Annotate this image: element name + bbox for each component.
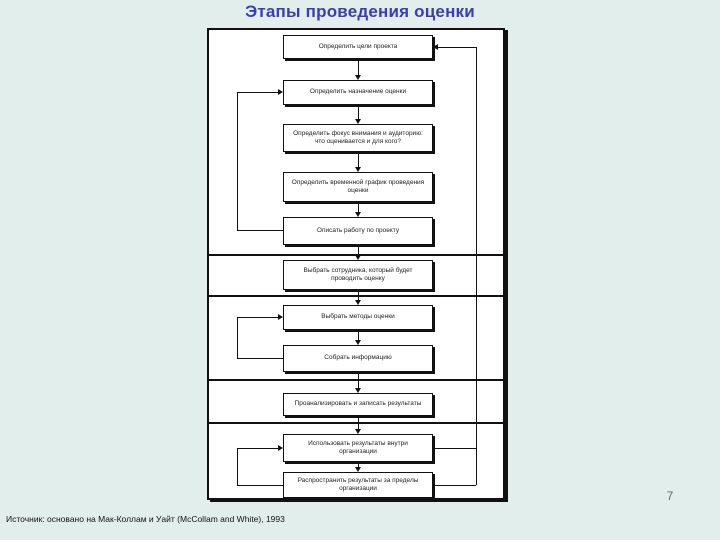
feedback-line: [237, 230, 283, 231]
flow-connector: [358, 372, 359, 388]
feedback-line: [438, 47, 477, 48]
flow-step-use-results: Использовать результаты внутри организац…: [283, 434, 433, 462]
flow-connector: [358, 202, 359, 212]
flow-step-analyze-results: Проанализировать и записать результаты: [283, 393, 433, 416]
flow-connector: [358, 462, 359, 467]
feedback-line: [237, 448, 238, 486]
feedback-line: [237, 92, 238, 231]
arrowhead-down-icon: [355, 388, 361, 393]
page-number: 7: [666, 489, 674, 503]
feedback-line: [476, 47, 477, 485]
flow-step-define-goals: Определить цели проекта: [283, 35, 433, 59]
feedback-line: [433, 485, 476, 486]
arrowhead-down-icon: [355, 467, 361, 472]
flow-connector: [358, 416, 359, 429]
arrowhead-down-icon: [355, 340, 361, 345]
arrowhead-right-icon: [278, 314, 283, 320]
flow-step-define-schedule: Определить временной график проведения о…: [283, 172, 433, 202]
flow-step-collect-info: Собрать информацию: [283, 345, 433, 372]
feedback-line: [237, 317, 278, 318]
flow-connector: [358, 105, 359, 119]
flow-connector: [358, 245, 359, 255]
arrowhead-down-icon: [355, 75, 361, 80]
arrowhead-down-icon: [355, 300, 361, 305]
section-divider: [209, 379, 503, 381]
feedback-line: [237, 92, 278, 93]
source-note: Источник: основано на Мак-Коллам и Уайт …: [6, 514, 285, 524]
feedback-line: [237, 358, 283, 359]
feedback-line: [237, 448, 278, 449]
feedback-line: [433, 448, 476, 449]
arrowhead-right-icon: [278, 89, 283, 95]
flow-step-distribute-results: Распространить результаты за пределы орг…: [283, 472, 433, 498]
flowchart-panel: Определить цели проекта Определить назна…: [207, 28, 505, 500]
arrowhead-down-icon: [355, 429, 361, 434]
arrowhead-down-icon: [355, 167, 361, 172]
arrowhead-down-icon: [355, 212, 361, 217]
flow-step-choose-evaluator: Выбрать сотрудника, который будет провод…: [283, 260, 433, 290]
arrowhead-down-icon: [355, 255, 361, 260]
feedback-line: [237, 317, 238, 359]
flow-connector: [358, 152, 359, 167]
slide-title: Этапы проведения оценки: [245, 2, 475, 21]
flow-step-define-focus: Определить фокус внимания и аудиторию: ч…: [283, 124, 433, 152]
arrowhead-down-icon: [355, 119, 361, 124]
flow-connector: [358, 290, 359, 300]
flow-step-describe-work: Описать работу по проекту: [283, 217, 433, 245]
section-divider: [209, 295, 503, 297]
flow-step-define-purpose: Определить назначение оценки: [283, 80, 433, 105]
arrowhead-left-icon: [433, 44, 438, 50]
flow-connector: [358, 330, 359, 340]
section-divider: [209, 422, 503, 424]
arrowhead-right-icon: [278, 445, 283, 451]
flow-connector: [358, 59, 359, 75]
feedback-line: [237, 485, 283, 486]
flow-step-choose-methods: Выбрать методы оценки: [283, 305, 433, 330]
